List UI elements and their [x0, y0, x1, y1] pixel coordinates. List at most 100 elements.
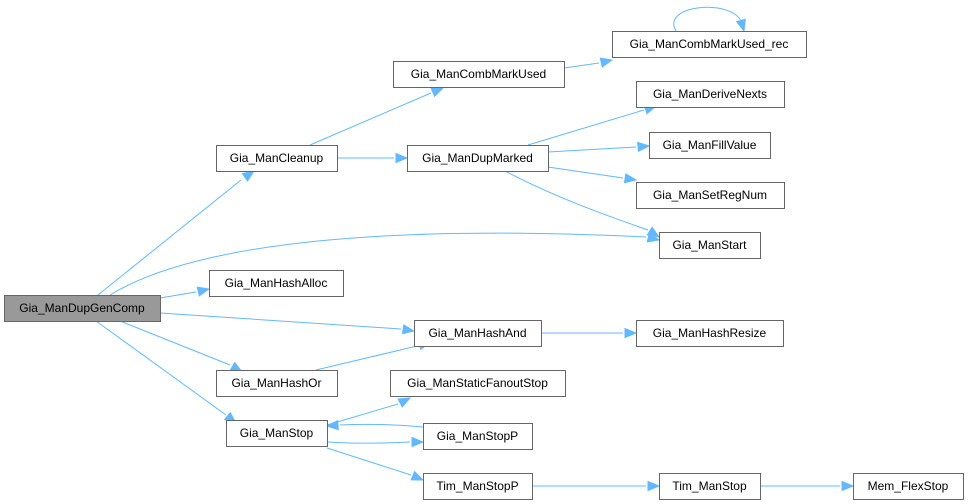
node-box [659, 232, 761, 259]
edge-line [527, 109, 645, 146]
node-label: Tim_ManStop [672, 479, 747, 493]
node-label: Gia_ManHashResize [653, 326, 767, 340]
node-label: Gia_ManHashOr [231, 376, 321, 390]
arrowhead-icon [395, 152, 409, 164]
edge-n13-n16 [326, 447, 425, 481]
node-gia-mansetregnum[interactable]: Gia_ManSetRegNum [636, 182, 785, 209]
node-gia-manhashand[interactable]: Gia_ManHashAnd [414, 320, 542, 347]
edge-n0-n10 [159, 312, 416, 335]
node-box [393, 61, 565, 88]
arrowhead-icon [647, 480, 661, 492]
node-gia-mandupgencomp[interactable]: Gia_ManDupGenComp [4, 295, 161, 322]
edge-n0-n13 [95, 320, 238, 424]
node-box [4, 295, 161, 322]
node-gia-manfillvalue[interactable]: Gia_ManFillValue [649, 132, 771, 159]
node-box [636, 320, 784, 347]
edge-n1-n4 [337, 152, 409, 164]
arrowhead-icon [241, 170, 256, 182]
node-tim-manstop[interactable]: Tim_ManStop [659, 473, 761, 500]
arrowhead-icon [401, 324, 416, 335]
edge-line [339, 423, 424, 428]
edge-n13-n15 [326, 436, 425, 448]
edge-n12-n10 [315, 340, 432, 371]
node-box [636, 182, 785, 209]
edge-n0-n12 [119, 320, 244, 373]
node-label: Gia_ManHashAlloc [225, 276, 328, 290]
node-label: Gia_ManStaticFanoutStop [407, 376, 548, 390]
edge-line [309, 92, 432, 146]
arrowhead-icon [397, 397, 412, 408]
node-box [659, 473, 761, 500]
node-box [414, 320, 542, 347]
edge-n3-n3 [673, 6, 746, 33]
node-label: Tim_ManStopP [436, 479, 518, 493]
node-gia-mancleanup[interactable]: Gia_ManCleanup [216, 145, 338, 172]
edge-n13-n14 [326, 397, 412, 426]
edge-line [97, 179, 242, 296]
edge-line [326, 447, 412, 476]
arrowhead-icon [599, 57, 614, 68]
edge-n15-n13 [325, 419, 424, 431]
arrowhead-icon [411, 436, 425, 448]
edge-n2-n3 [563, 57, 614, 69]
node-label: Gia_ManCombMarkUsed [411, 67, 546, 81]
node-gia-manstopp[interactable]: Gia_ManStopP [423, 423, 533, 450]
edge-line [326, 441, 411, 444]
node-label: Gia_ManCombMarkUsed_rec [630, 37, 789, 51]
edge-line [109, 232, 647, 296]
edge-n17-n18 [760, 480, 855, 492]
edge-n1-n2 [309, 87, 445, 146]
node-gia-manhashalloc[interactable]: Gia_ManHashAlloc [209, 270, 344, 297]
nodes-layer: Gia_ManDupGenComp Gia_ManCleanup Gia_ManCo… [4, 31, 964, 500]
edge-n4-n5 [527, 104, 658, 146]
node-box [226, 420, 328, 447]
arrowhead-icon [325, 419, 339, 431]
node-label: Mem_FlexStop [868, 479, 949, 493]
edge-line [547, 166, 624, 179]
node-box [209, 270, 344, 297]
node-gia-manstaticfanoutstop[interactable]: Gia_ManStaticFanoutStop [390, 370, 566, 397]
node-gia-mandupmarked[interactable]: Gia_ManDupMarked [407, 145, 549, 172]
arrowhead-icon [841, 480, 855, 492]
node-label: Gia_ManStop [240, 426, 314, 440]
node-box [612, 31, 807, 58]
arrowhead-icon [430, 87, 445, 98]
node-label: Gia_ManCleanup [230, 151, 324, 165]
node-tim-manstopp[interactable]: Tim_ManStopP [423, 473, 533, 500]
node-gia-manhashresize[interactable]: Gia_ManHashResize [636, 320, 784, 347]
edge-line [95, 320, 227, 416]
node-gia-manhashor[interactable]: Gia_ManHashOr [216, 370, 338, 397]
edge-line [673, 6, 743, 32]
arrowhead-icon [410, 470, 425, 481]
edge-n16-n17 [532, 480, 661, 492]
edge-n0-n8 [109, 232, 661, 296]
node-box [649, 132, 771, 159]
node-box [216, 370, 338, 397]
node-gia-mancombmarkused-rec[interactable]: Gia_ManCombMarkUsed_rec [612, 31, 807, 58]
edge-n10-n11 [541, 327, 638, 339]
edge-line [563, 62, 600, 69]
node-gia-manderivenexts[interactable]: Gia_ManDeriveNexts [636, 81, 785, 108]
node-gia-mancombmarkused[interactable]: Gia_ManCombMarkUsed [393, 61, 565, 88]
edge-line [119, 320, 231, 366]
node-label: Gia_ManHashAnd [428, 326, 526, 340]
node-gia-manstop[interactable]: Gia_ManStop [226, 420, 328, 447]
arrowhead-icon [624, 327, 638, 339]
edge-line [547, 146, 637, 153]
node-gia-manstart[interactable]: Gia_ManStart [659, 232, 761, 259]
node-box [407, 145, 549, 172]
edge-n0-n1 [97, 170, 256, 296]
edge-line [159, 291, 197, 299]
node-box [636, 81, 785, 108]
edges-layer [95, 6, 855, 492]
edge-line [326, 403, 399, 426]
node-label: Gia_ManStart [672, 238, 747, 252]
node-box [423, 423, 533, 450]
node-box [216, 145, 338, 172]
arrowhead-icon [735, 18, 746, 33]
arrowhead-icon [637, 141, 651, 153]
edge-line [504, 170, 649, 231]
node-box [390, 370, 566, 397]
node-mem-flexstop[interactable]: Mem_FlexStop [853, 473, 964, 500]
